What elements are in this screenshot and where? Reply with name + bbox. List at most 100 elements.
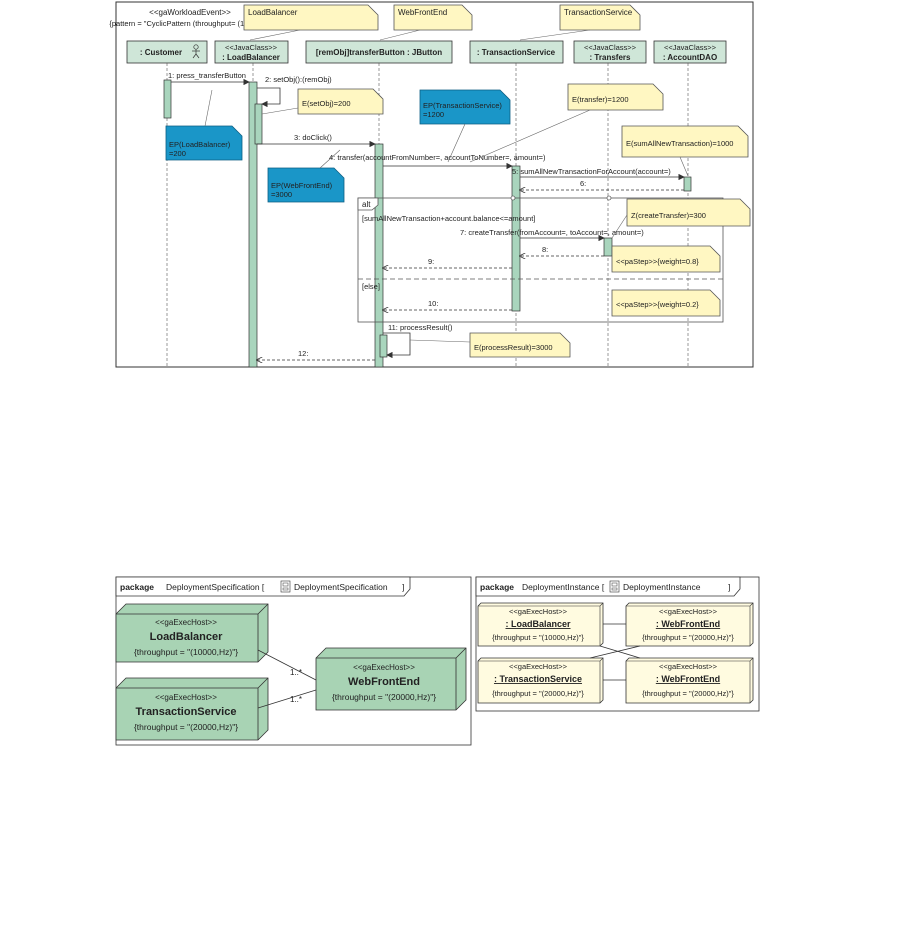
instance-loadbalancer[interactable]: <<gaExecHost>> : LoadBalancer {throughpu… (477, 602, 604, 647)
multiplicity-2: 1..* (290, 695, 302, 704)
node-loadbalancer[interactable]: <<gaExecHost>> LoadBalancer {throughput … (115, 603, 269, 663)
svg-text:<<JavaClass>>: <<JavaClass>> (225, 43, 278, 52)
svg-text:{throughput = "(20000,Hz)"}: {throughput = "(20000,Hz)"} (134, 722, 238, 732)
note-e-setobj: E(setObj)=200 (261, 88, 384, 115)
note-pastep-2: <<paStep>>{weight=0.2} (611, 289, 721, 317)
svg-text:4: transfer(accountFromNumber=: 4: transfer(accountFromNumber=, accountT… (329, 153, 546, 162)
instance-webfrontend-1[interactable]: <<gaExecHost>> : WebFrontEnd {throughput… (625, 602, 754, 647)
activation-jbutton (374, 143, 384, 368)
message-6: 6: (520, 179, 684, 190)
activation-accountdao (683, 176, 692, 192)
message-3: 3: doClick() (257, 133, 376, 148)
svg-text:{throughput = "(20000,Hz)"}: {throughput = "(20000,Hz)"} (492, 689, 584, 698)
lifeline-transfers[interactable]: <<JavaClass>> : Transfers (573, 40, 647, 367)
svg-text:9:: 9: (428, 257, 434, 266)
svg-text:<<gaExecHost>>: <<gaExecHost>> (155, 618, 217, 627)
svg-text:{throughput = "(10000,Hz)"}: {throughput = "(10000,Hz)"} (492, 633, 584, 642)
message-1: 1: press_transferButton (168, 71, 250, 86)
svg-text:<<JavaClass>>: <<JavaClass>> (584, 43, 637, 52)
note-e-transfer: E(transfer)=1200 (469, 83, 664, 163)
svg-text:1: press_transferButton: 1: press_transferButton (168, 71, 246, 80)
guard-2: [else] (362, 282, 380, 291)
svg-text:<<gaExecHost>>: <<gaExecHost>> (659, 607, 718, 616)
svg-text:LoadBalancer: LoadBalancer (150, 631, 223, 643)
ep-note-webfrontend: EP(WebFrontEnd) =3000 (267, 149, 345, 203)
svg-text:DeploymentInstance: DeploymentInstance (623, 582, 701, 592)
node-transactionservice[interactable]: <<gaExecHost>> TransactionService {throu… (115, 677, 269, 741)
svg-text:Z(createTransfer)=300: Z(createTransfer)=300 (631, 211, 706, 220)
svg-text:8:: 8: (542, 245, 548, 254)
deployment-instance-icon (609, 580, 620, 593)
svg-text:<<gaExecHost>>: <<gaExecHost>> (659, 662, 718, 671)
note-loadbalancer: LoadBalancer (243, 4, 379, 41)
svg-text:2: setObj():(remObj): 2: setObj():(remObj) (265, 75, 332, 84)
message-2: 2: setObj():(remObj) (257, 75, 332, 108)
svg-text:6:: 6: (580, 179, 586, 188)
svg-text:=200: =200 (169, 149, 186, 158)
svg-text:TransactionService: TransactionService (564, 8, 633, 17)
svg-text:5: sumAllNewTransactionForAcco: 5: sumAllNewTransactionForAccount(accoun… (512, 167, 671, 176)
note-z-create: Z(createTransfer)=300 (611, 198, 751, 239)
svg-text:: LoadBalancer: : LoadBalancer (222, 53, 280, 62)
package-title: DeploymentSpecification [ (166, 582, 265, 592)
note-transactionservice: TransactionService (519, 4, 641, 41)
svg-text:{throughput = "(20000,Hz)"}: {throughput = "(20000,Hz)"} (642, 689, 734, 698)
message-12: 12: (257, 349, 375, 360)
activation-loadbalancer-self (254, 103, 263, 145)
instance-transactionservice[interactable]: <<gaExecHost>> : TransactionService {thr… (477, 657, 604, 704)
svg-text:package: package (480, 582, 514, 592)
svg-text:<<gaExecHost>>: <<gaExecHost>> (509, 662, 568, 671)
svg-text:WebFrontEnd: WebFrontEnd (398, 8, 447, 17)
activation-loadbalancer (248, 81, 258, 368)
workload-stereotype: <<gaWorkloadEvent>> (149, 8, 231, 17)
message-7: 7: createTransfer(fromAccount=, toAccoun… (460, 228, 644, 242)
svg-text:[remObj]transferButton : JButt: [remObj]transferButton : JButton (316, 48, 442, 57)
package-keyword: package (120, 582, 154, 592)
deployment-instance: package DeploymentInstance [ DeploymentI… (475, 576, 760, 712)
svg-text:11: processResult(): 11: processResult() (388, 323, 453, 332)
note-pastep-1: <<paStep>>{weight=0.8} (611, 245, 721, 273)
svg-text:DeploymentSpecification: DeploymentSpecification (294, 582, 388, 592)
message-8: 8: (520, 245, 604, 256)
svg-text:<<gaExecHost>>: <<gaExecHost>> (509, 607, 568, 616)
deployment-specification: package DeploymentSpecification [ Deploy… (115, 576, 472, 746)
svg-text:=3000: =3000 (271, 190, 292, 199)
svg-text:=1200: =1200 (423, 110, 444, 119)
svg-text:LoadBalancer: LoadBalancer (248, 8, 298, 17)
message-11: 11: processResult() (383, 323, 453, 359)
svg-text:{throughput = "(10000,Hz)"}: {throughput = "(10000,Hz)"} (134, 647, 238, 657)
link-lb-wfe2 (599, 645, 641, 659)
instance-webfrontend-2[interactable]: <<gaExecHost>> : WebFrontEnd {throughput… (625, 657, 754, 704)
message-9: 9: (383, 257, 512, 268)
svg-text:: WebFrontEnd: : WebFrontEnd (656, 619, 720, 629)
activation-customer (163, 79, 172, 119)
note-e-process: E(processResult)=3000 (409, 332, 571, 358)
actor-icon (192, 44, 200, 59)
svg-text:: TransactionService: : TransactionService (494, 674, 582, 684)
svg-text:{throughput = "(20000,Hz)"}: {throughput = "(20000,Hz)"} (332, 692, 436, 702)
node-webfrontend[interactable]: <<gaExecHost>> WebFrontEnd {throughput =… (315, 647, 467, 711)
message-4: 4: transfer(accountFromNumber=, accountT… (329, 153, 546, 170)
svg-text:alt: alt (362, 200, 371, 209)
svg-text:<<paStep>>{weight=0.2}: <<paStep>>{weight=0.2} (616, 300, 699, 309)
sequence-diagram: <<gaWorkloadEvent>> {pattern = "CyclicPa… (109, 1, 754, 368)
note-e-sum: E(sumAllNewTransaction)=1000 (621, 125, 749, 177)
guard-1: [sumAllNewTransaction+account.balance<=a… (362, 214, 535, 223)
svg-text:12:: 12: (298, 349, 308, 358)
svg-text:E(sumAllNewTransaction)=1000: E(sumAllNewTransaction)=1000 (626, 139, 733, 148)
svg-text:7: createTransfer(fromAccount=: 7: createTransfer(fromAccount=, toAccoun… (460, 228, 644, 237)
link-ts-wfe1 (589, 645, 641, 659)
svg-text:E(setObj)=200: E(setObj)=200 (302, 99, 351, 108)
svg-text:<<JavaClass>>: <<JavaClass>> (664, 43, 717, 52)
svg-text:]: ] (402, 582, 404, 592)
svg-text:: Customer: : Customer (140, 48, 182, 57)
svg-text:]: ] (728, 582, 730, 592)
svg-text:3: doClick(): 3: doClick() (294, 133, 332, 142)
svg-text:<<gaExecHost>>: <<gaExecHost>> (155, 693, 217, 702)
svg-text:<<gaExecHost>>: <<gaExecHost>> (353, 663, 415, 672)
association-lb-wfe (257, 649, 317, 681)
svg-text:TransactionService: TransactionService (136, 706, 237, 718)
svg-text:10:: 10: (428, 299, 438, 308)
svg-text:: WebFrontEnd: : WebFrontEnd (656, 674, 720, 684)
activation-jbutton-self (379, 334, 388, 358)
